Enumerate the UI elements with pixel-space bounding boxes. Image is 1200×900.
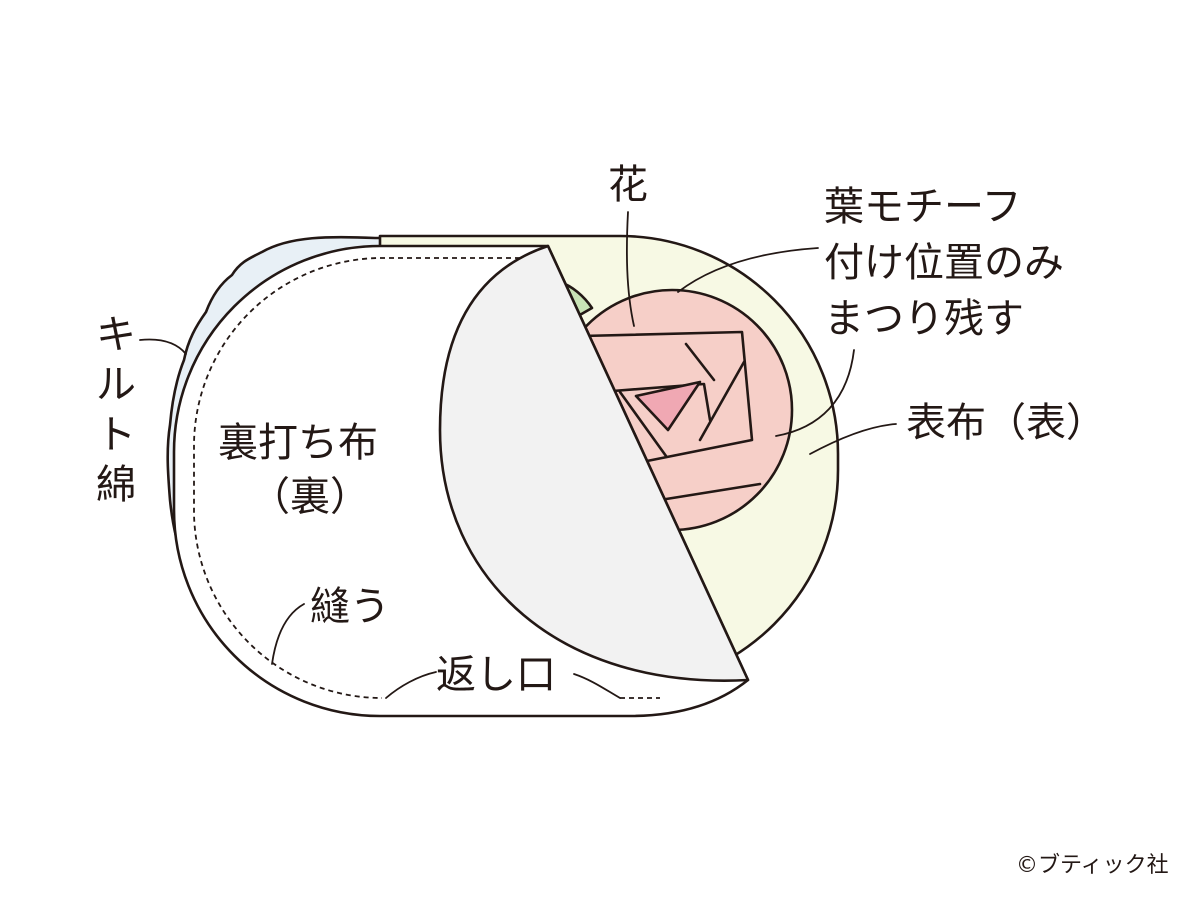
- label-quilt-batting-1: キ: [96, 312, 136, 358]
- leader-flower: [626, 211, 635, 327]
- label-backing-line2: （裏）: [250, 474, 370, 520]
- sewing-seam-line: [193, 257, 660, 699]
- label-leaf-line2: 付け位置のみ: [824, 240, 1064, 286]
- label-quilt-batting-2: ル: [96, 362, 136, 408]
- folded-backing-flap: [438, 244, 750, 682]
- label-opening: 返し口: [436, 652, 556, 698]
- leader-leaf: [677, 247, 819, 293]
- leader-outer-fabric: [809, 423, 897, 455]
- label-backing-line1: 裏打ち布: [218, 420, 378, 466]
- leader-opening-right: [573, 673, 621, 699]
- copyright-text: ©ブティック社: [1016, 853, 1169, 878]
- leader-leaf-unsewn: [775, 349, 855, 437]
- leader-sew: [271, 603, 305, 665]
- label-outer-fabric: 表布（表）: [906, 400, 1106, 446]
- label-flower: 花: [608, 162, 648, 208]
- leader-opening-left: [385, 671, 437, 699]
- rose-center-petal: [634, 380, 702, 432]
- label-quilt-batting-3: ト: [96, 412, 136, 458]
- label-leaf-line3: まつり残す: [824, 296, 1024, 342]
- label-quilt-batting-4: 綿: [96, 462, 136, 508]
- label-sew: 縫う: [310, 584, 390, 630]
- leader-batting: [139, 338, 187, 355]
- rose-petal-pattern: [580, 330, 762, 502]
- label-leaf-line1: 葉モチーフ: [824, 184, 1022, 230]
